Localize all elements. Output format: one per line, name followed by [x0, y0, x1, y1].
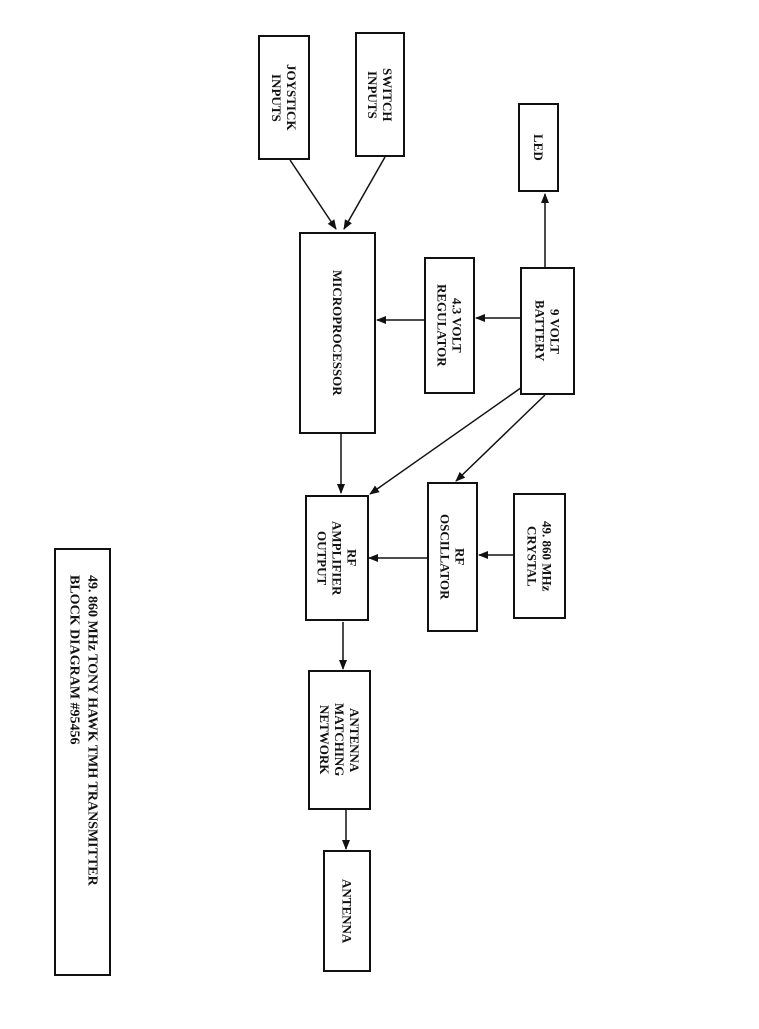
block-label: LED [531, 134, 546, 161]
block-label: RF OSCILLATOR [437, 514, 468, 600]
block-antenna: ANTENNA [323, 850, 371, 972]
block-switch-inputs: SWITCH INPUTS [355, 32, 405, 157]
block-antenna-matching: ANTENNA MATCHING NETWORK [308, 670, 371, 810]
block-label: ANTENNA [339, 878, 355, 944]
block-joystick-inputs: JOYSTICK INPUTS [258, 35, 310, 160]
block-label: RF AMPLIFIER OUTPUT [314, 520, 360, 596]
block-rf-amplifier: RF AMPLIFIER OUTPUT [305, 495, 369, 621]
arrow-battery-to-amp [369, 384, 526, 495]
block-label: SWITCH INPUTS [365, 67, 395, 122]
block-label: 4.3 VOLT REGULATOR [434, 284, 465, 367]
block-rf-oscillator: RF OSCILLATOR [427, 482, 478, 632]
block-label: 49. 860 MHz CRYSTAL [524, 520, 555, 592]
block-regulator: 4.3 VOLT REGULATOR [424, 257, 475, 394]
arrow-switch-to-micro [343, 156, 386, 230]
block-battery: 9 VOLT BATTERY [520, 267, 575, 395]
block-crystal: 49. 860 MHz CRYSTAL [513, 493, 566, 619]
arrow-battery-to-oscillator [455, 394, 546, 482]
block-label: 9 VOLT BATTERY [532, 300, 563, 362]
block-label: JOYSTICK INPUTS [269, 64, 299, 131]
block-label: MICROPROCESSOR [330, 270, 345, 396]
title-box: 49. 860 MHz TONY HAWK TMH TRANSMITTER BL… [54, 548, 111, 976]
block-microprocessor: MICROPROCESSOR [299, 232, 376, 434]
block-label: ANTENNA MATCHING NETWORK [317, 703, 362, 777]
arrow-joystick-to-micro [289, 159, 337, 230]
block-led: LED [518, 103, 559, 192]
diagram-title: 49. 860 MHz TONY HAWK TMH TRANSMITTER BL… [66, 575, 100, 886]
